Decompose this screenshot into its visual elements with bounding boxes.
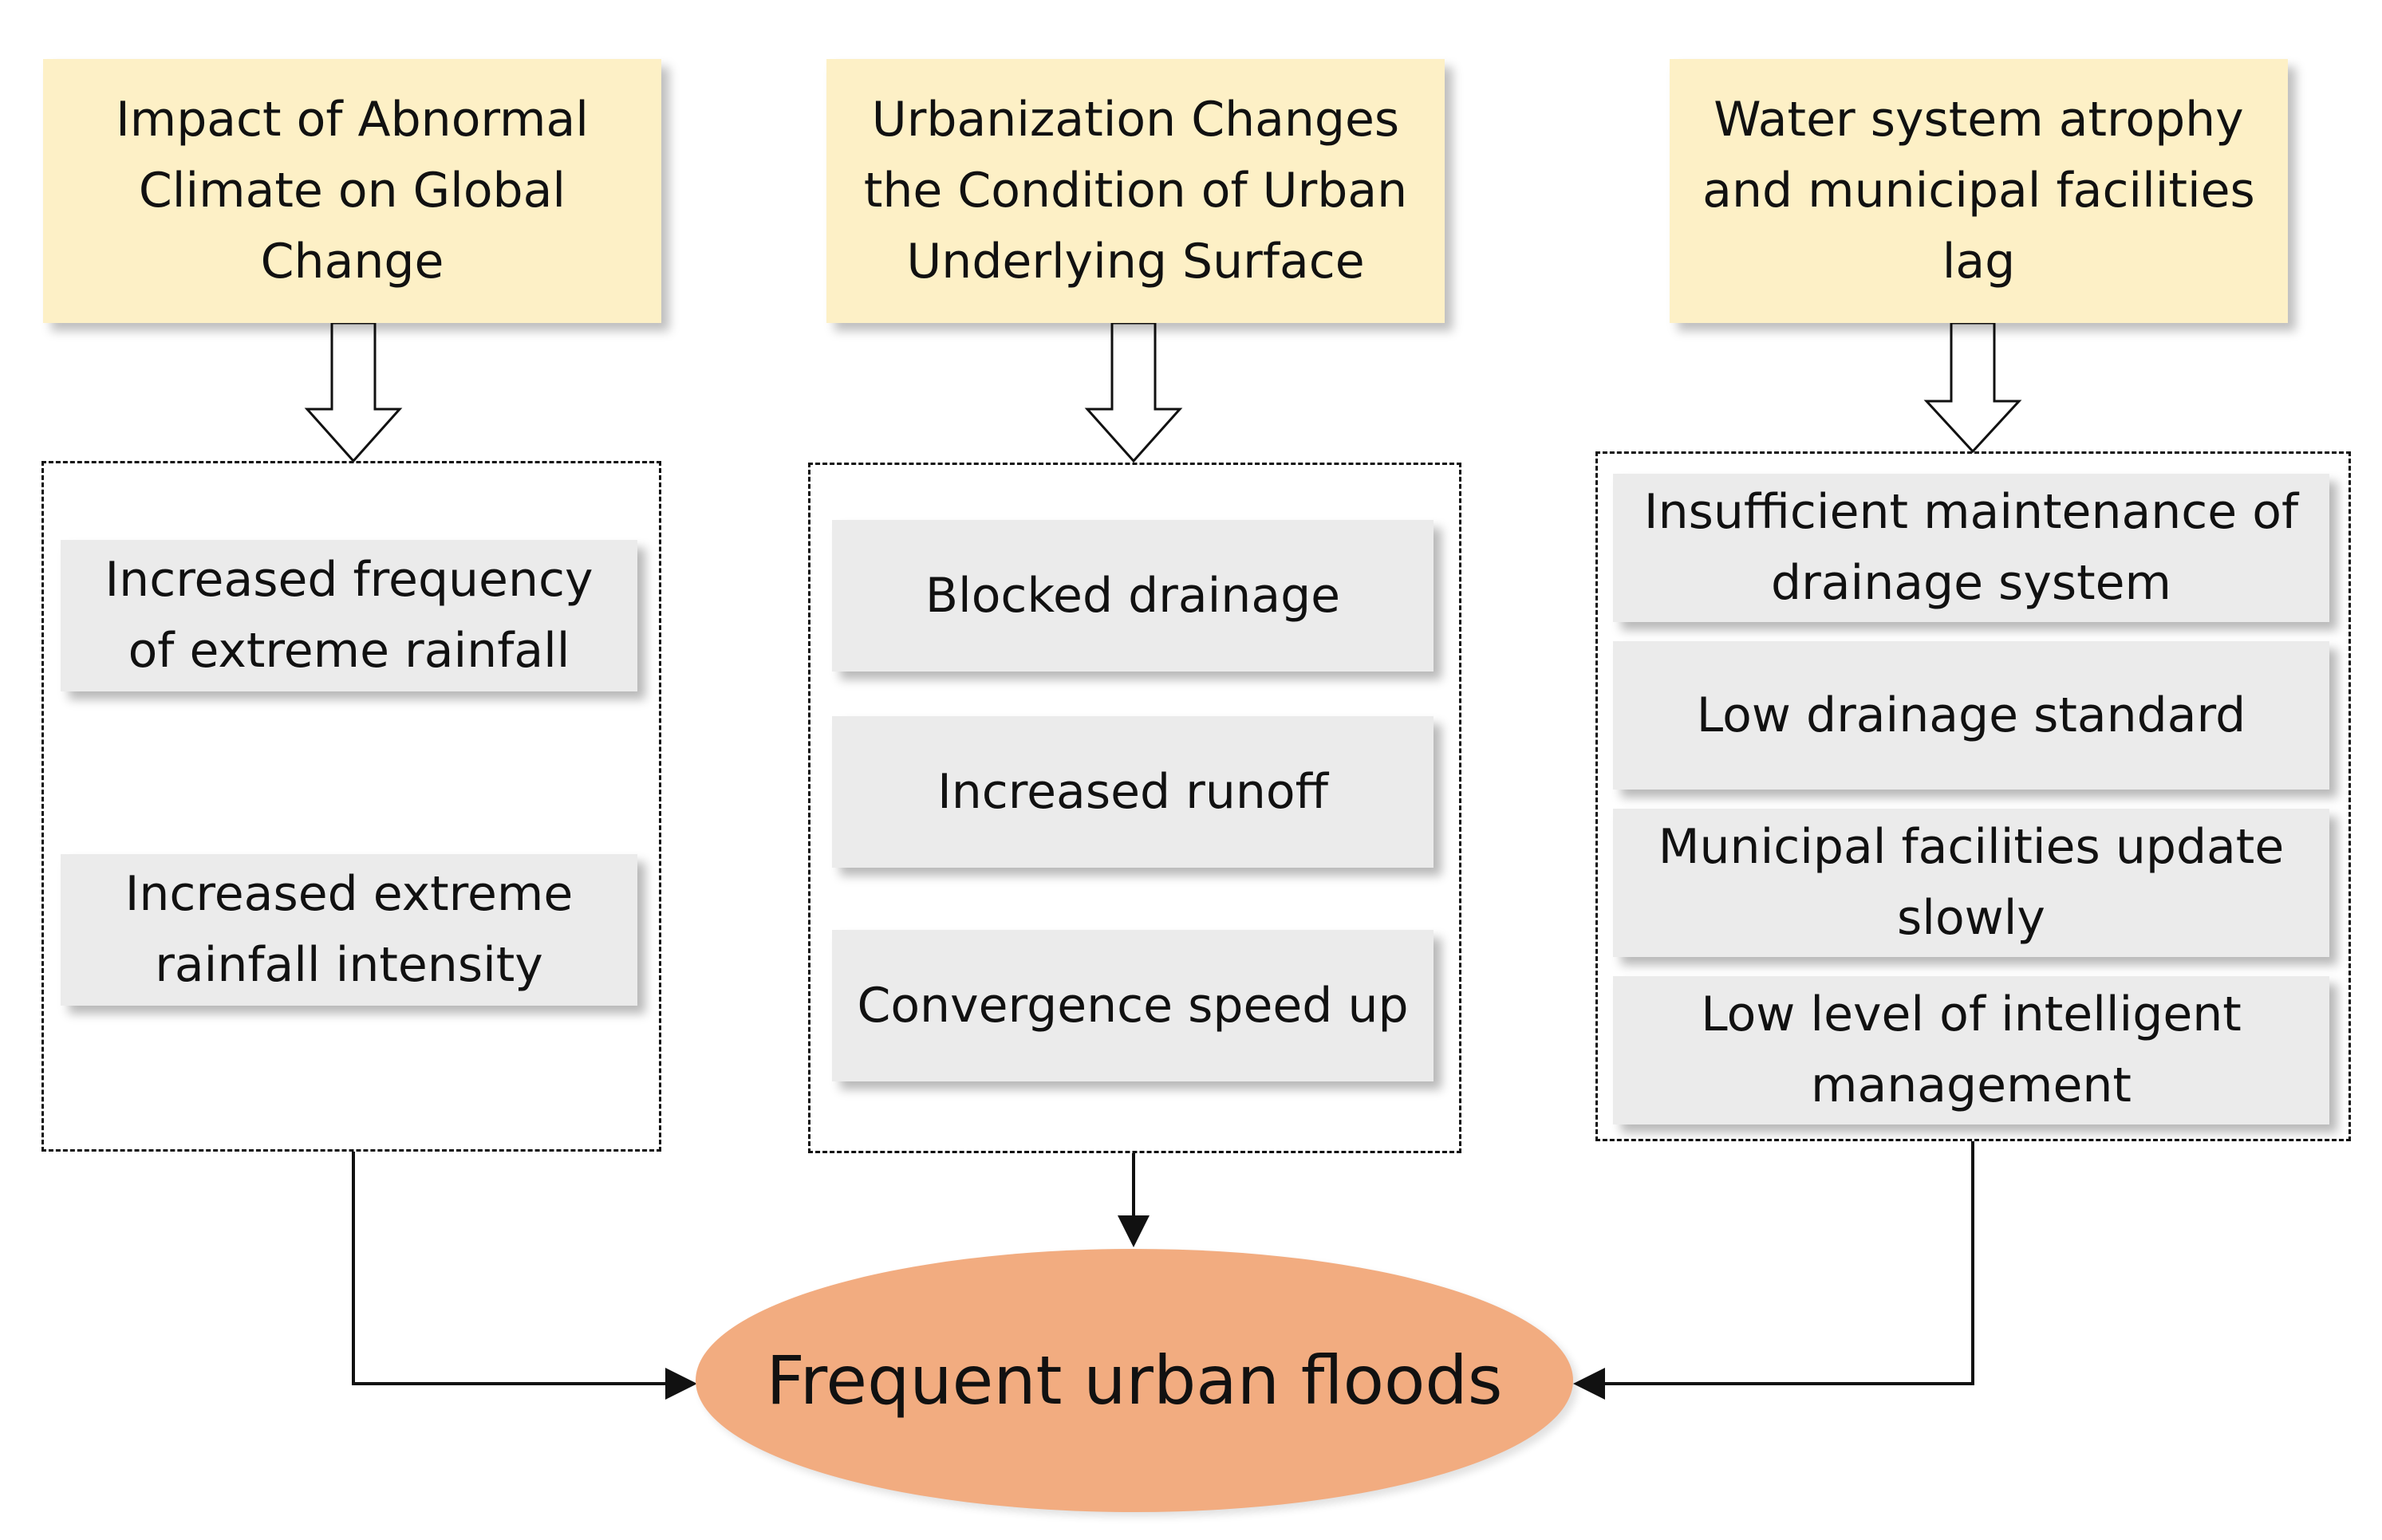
factor-extreme-rainfall-intensity: Increased extreme rainfall intensity <box>61 854 637 1006</box>
factor-group-urbanization <box>808 463 1461 1153</box>
cause-box-water-system: Water system atrophy and municipal facil… <box>1670 59 2288 323</box>
block-arrow-col2 <box>1084 321 1183 463</box>
cause-box-climate: Impact of Abnormal Climate on Global Cha… <box>43 59 661 323</box>
factor-extreme-rainfall-frequency: Increased frequency of extreme rainfall <box>61 540 637 691</box>
block-arrow-col1 <box>304 321 403 463</box>
factor-blocked-drainage: Blocked drainage <box>832 520 1434 672</box>
factor-group-water-system <box>1595 451 2351 1141</box>
factor-intelligent-management: Low level of intelligent management <box>1613 976 2329 1124</box>
block-arrow-col3 <box>1923 321 2022 454</box>
outcome-label: Frequent urban floods <box>766 1341 1503 1420</box>
factor-convergence-speed: Convergence speed up <box>832 930 1434 1081</box>
factor-increased-runoff: Increased runoff <box>832 716 1434 868</box>
factor-group-climate <box>41 461 661 1152</box>
outcome-ellipse: Frequent urban floods <box>696 1249 1573 1512</box>
factor-insufficient-maintenance: Insufficient maintenance of drainage sys… <box>1613 474 2329 622</box>
factor-municipal-facilities-update: Municipal facilities update slowly <box>1613 809 2329 957</box>
cause-box-urbanization: Urbanization Changes the Condition of Ur… <box>826 59 1445 323</box>
connector-left <box>352 1152 697 1400</box>
connector-right <box>1573 1141 1974 1400</box>
factor-low-drainage-standard: Low drainage standard <box>1613 641 2329 790</box>
